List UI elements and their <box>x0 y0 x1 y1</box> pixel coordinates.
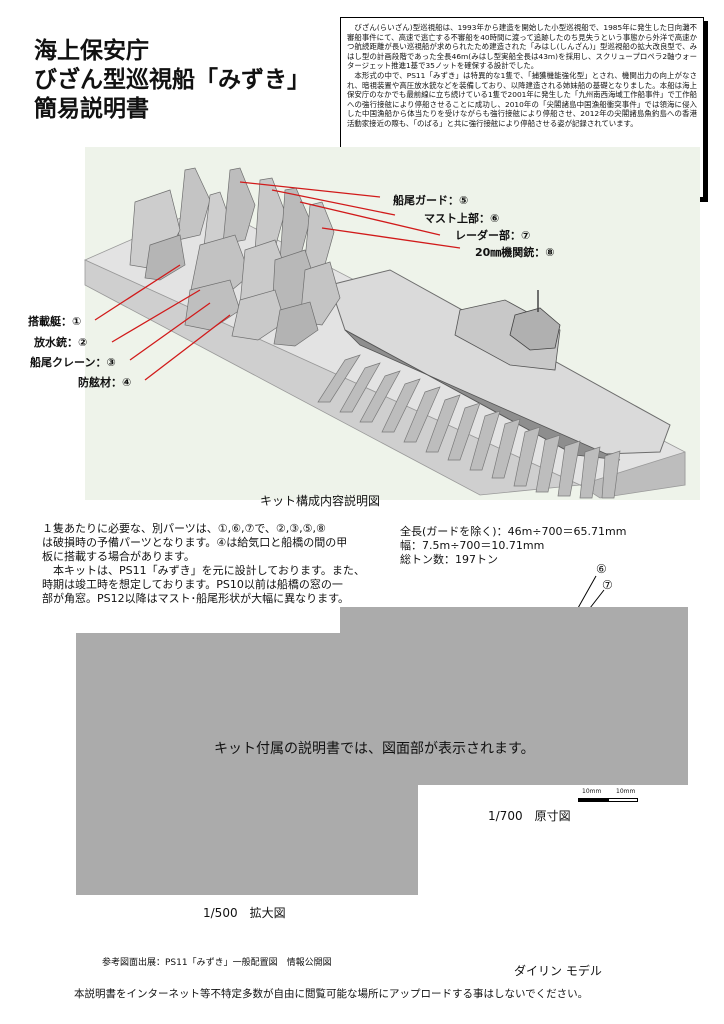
brand-name: ダイリン モデル <box>514 964 602 978</box>
callout-stern-crane: 船尾クレーン：③ <box>30 356 116 369</box>
spec-width: 幅：7.5m÷700＝10.71mm <box>400 539 545 552</box>
ship-bridge <box>509 307 561 351</box>
callout-fender: 防舷材：④ <box>78 376 132 389</box>
title-line-1: 海上保安庁 <box>34 38 149 64</box>
callout-boat: 搭載艇：① <box>28 315 82 328</box>
upload-notice: 本説明書をインターネット等不特定多数が自由に閲覧可能な場所にアップロードする事は… <box>74 988 589 1000</box>
notes-line: 板に搭載する場合があります。 <box>42 550 195 563</box>
marker-6: ⑥ <box>596 562 607 576</box>
notes-line: 部が角窓。PS12以降はマスト･船尾形状が大幅に異なります。 <box>42 592 350 605</box>
notes-line: １隻あたりに必要な、別パーツは、①,⑥,⑦で、②,③,⑤,⑧ <box>42 522 326 535</box>
callout-machine-gun: 20㎜機関銃：⑧ <box>475 246 555 259</box>
sprue-gates <box>317 354 621 499</box>
marker-7: ⑦ <box>602 578 613 592</box>
notes-block: １隻あたりに必要な、別パーツは、①,⑥,⑦で、②,③,⑤,⑧ は破損時の予備パー… <box>42 522 365 606</box>
marker-leader-lines <box>577 575 605 609</box>
kit-caption: キット構成内容説明図 <box>260 494 381 508</box>
scale-label-2: 10mm <box>616 788 636 795</box>
callout-water-cannon: 放水銃：② <box>34 336 88 349</box>
description-paragraph-2: 本形式の中で、PS11「みずき」は特異的な1隻で、「捕獲機能強化型」とされ、機関… <box>347 70 697 128</box>
callout-mast-top: マスト上部：⑥ <box>424 212 500 225</box>
title-line-2: びざん型巡視船「みずき」 <box>34 67 310 93</box>
scale-bar-black <box>578 798 608 802</box>
notes-line: 時期は竣工時を想定しております。PS10以前は船橋の窓の一 <box>42 578 343 591</box>
scale-bar-white <box>608 798 638 802</box>
spec-tonnage: 総トン数：197トン <box>400 553 498 566</box>
specs-block: 全長(ガードを除く)：46m÷700＝65.71mm 幅：7.5m÷700＝10… <box>400 525 626 567</box>
title-block: 海上保安庁 びざん型巡視船「みずき」 簡易説明書 <box>34 37 310 124</box>
drawing-placeholder-text: キット付属の説明書では、図面部が表示されます。 <box>214 741 535 757</box>
reference-source: 参考図面出展：PS11「みずき」一般配置図 情報公開図 <box>102 958 332 968</box>
drawing-placeholder-lower <box>76 633 418 895</box>
leader-lines-right <box>239 181 461 249</box>
leader-lines-left <box>94 264 231 381</box>
kit-render-illustration <box>84 147 700 500</box>
callout-radar: レーダー部：⑦ <box>455 229 531 242</box>
notes-line: は破損時の予備パーツとなります。④は給気口と船橋の間の甲 <box>42 536 348 549</box>
caption-1-700: 1/700 原寸図 <box>488 809 571 823</box>
scale-label-1: 10mm <box>582 788 602 795</box>
callout-stern-guard: 船尾ガード：⑤ <box>393 194 469 207</box>
description-paragraph-1: びざん(らいざん)型巡視船は、1993年から建造を開始した小型巡視船で、1985… <box>347 23 697 71</box>
spec-length: 全長(ガードを除く)：46m÷700＝65.71mm <box>400 525 627 538</box>
title-line-3: 簡易説明書 <box>34 96 149 122</box>
notes-line: 本キットは、PS11「みずき」を元に設計しております。また、 <box>42 564 365 577</box>
caption-1-500: 1/500 拡大図 <box>203 906 286 920</box>
